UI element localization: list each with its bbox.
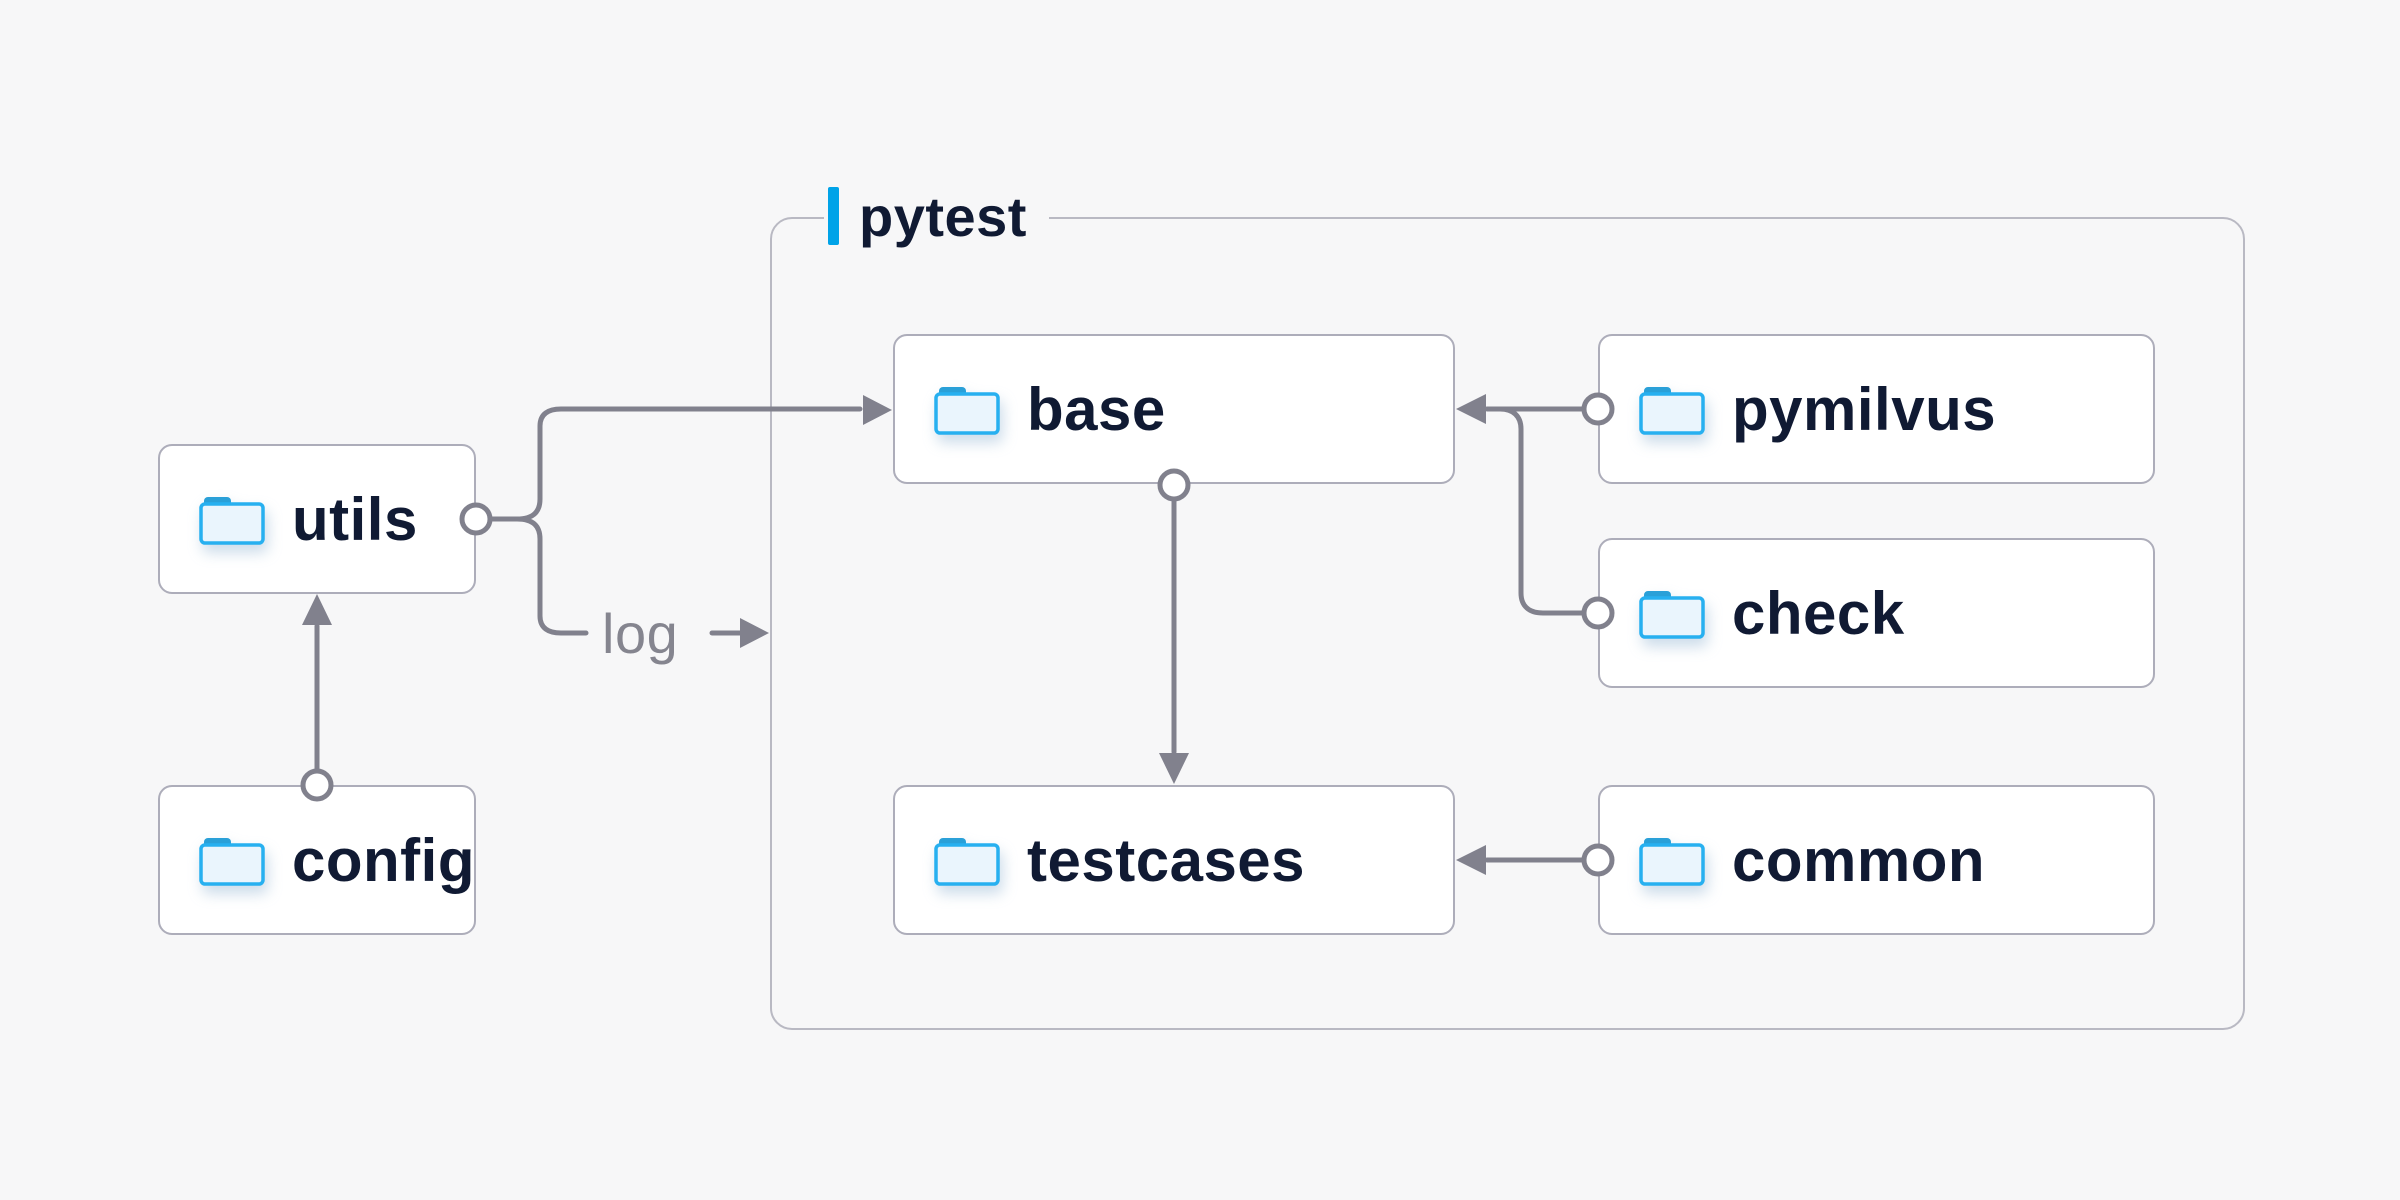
folder-icon xyxy=(934,838,1000,886)
folder-icon xyxy=(934,387,1000,435)
node-pymilvus: pymilvus xyxy=(1598,334,2155,484)
node-label: utils xyxy=(292,485,418,553)
node-label: base xyxy=(1027,375,1166,443)
node-testcases: testcases xyxy=(893,785,1455,935)
edge-config-utils xyxy=(300,594,334,802)
edge-label-log: log xyxy=(602,601,679,665)
node-label: testcases xyxy=(1027,826,1306,894)
folder-icon xyxy=(1639,387,1705,435)
folder-icon xyxy=(1639,838,1705,886)
node-label: pymilvus xyxy=(1732,375,1997,443)
folder-icon xyxy=(199,497,265,545)
node-label: common xyxy=(1732,826,1986,894)
folder-icon xyxy=(199,838,265,886)
node-label: config xyxy=(292,826,475,894)
node-base: base xyxy=(893,334,1455,484)
group-title: pytest xyxy=(859,184,1027,248)
node-check: check xyxy=(1598,538,2155,688)
node-common: common xyxy=(1598,785,2155,935)
accent-bar xyxy=(828,187,839,245)
node-utils: utils xyxy=(158,444,476,594)
node-label: check xyxy=(1732,579,1905,647)
pytest-group-label: pytest xyxy=(824,184,1049,248)
pytest-group-frame xyxy=(770,217,2245,1030)
node-config: config xyxy=(158,785,476,935)
folder-icon xyxy=(1639,591,1705,639)
